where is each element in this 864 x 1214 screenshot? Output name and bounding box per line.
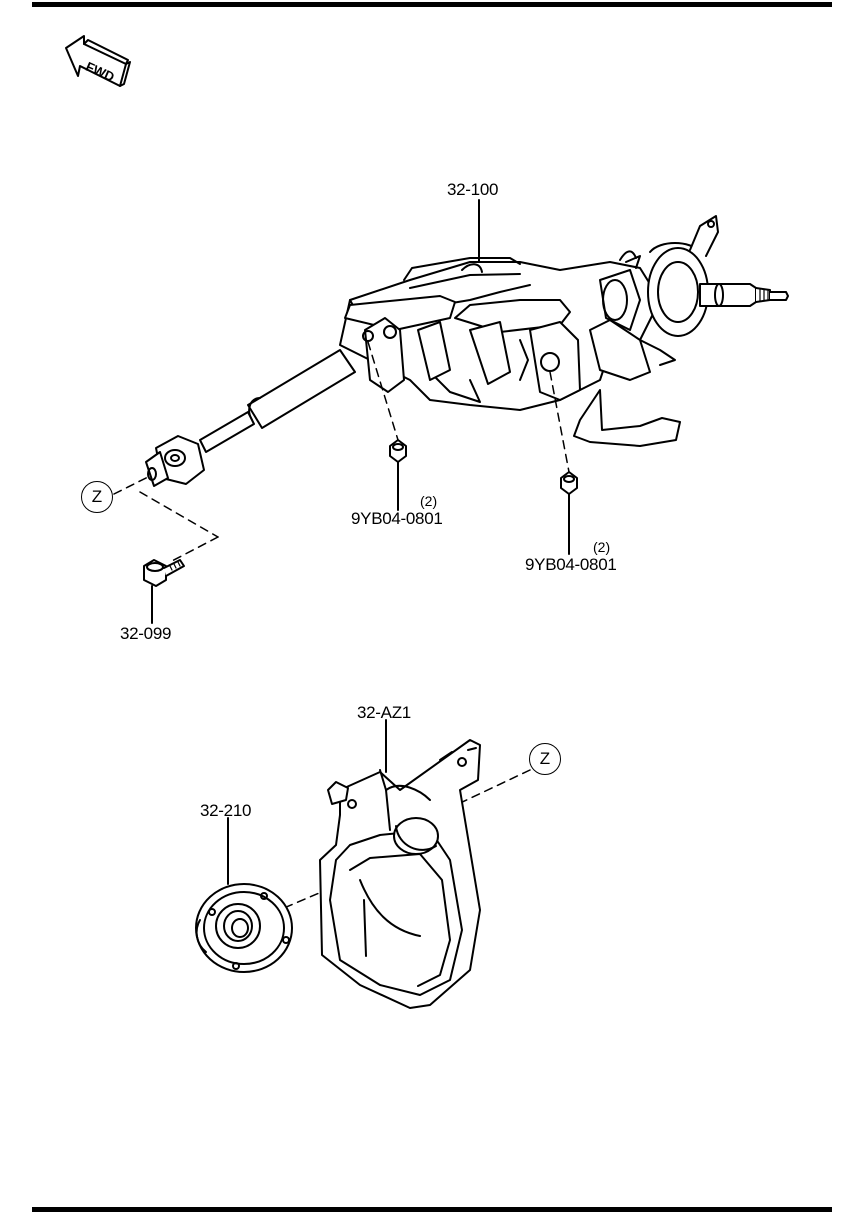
bolt-icon	[143, 559, 185, 587]
callout-nut-left: 9YB04-0801	[351, 509, 443, 528]
ref-z-lower: Z	[529, 743, 561, 775]
callout-boot-plate: 32-AZ1	[357, 703, 411, 722]
callout-bolt: 32-099	[120, 624, 172, 643]
callout-nut-left-qty: (2)	[420, 493, 438, 509]
boot-plate	[319, 739, 481, 1009]
callout-column-assembly: 32-100	[447, 180, 499, 199]
nut-left-icon	[389, 439, 407, 463]
steering-column-assembly	[145, 215, 789, 487]
top-rule	[32, 2, 832, 7]
callout-nut-right-qty: (2)	[593, 539, 611, 555]
bottom-rule	[32, 1207, 832, 1212]
fwd-arrow-icon: FWD	[65, 35, 131, 87]
nut-right-icon	[560, 471, 578, 495]
column-seal	[195, 883, 293, 973]
callout-nut-right: 9YB04-0801	[525, 555, 617, 574]
callout-seal: 32-210	[200, 801, 252, 820]
ref-z-upper: Z	[81, 481, 113, 513]
leader-lines	[151, 199, 570, 885]
